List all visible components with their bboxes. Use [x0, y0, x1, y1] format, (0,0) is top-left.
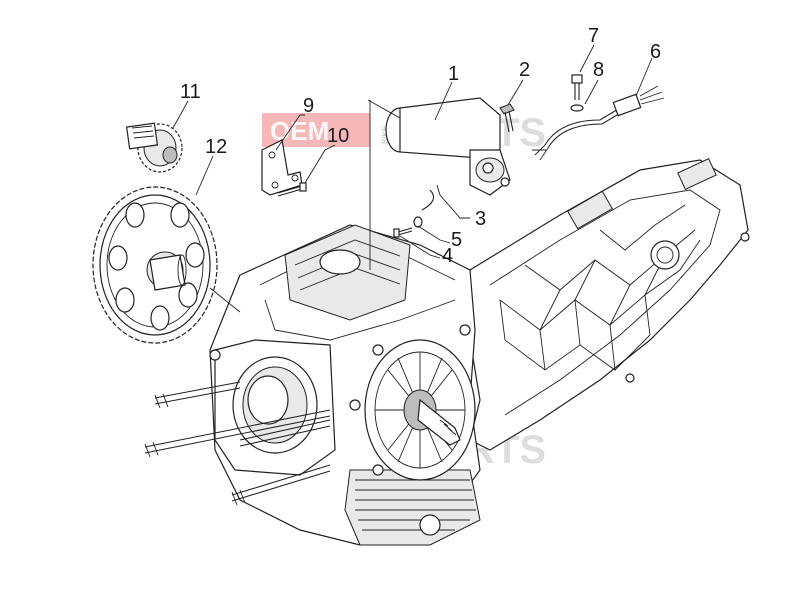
crankcase: [144, 157, 750, 546]
callout-labels: 1 2 3 4 5 6 7 8 9 10 11 12: [180, 25, 661, 267]
callout-4: 4: [442, 245, 453, 267]
callout-5: 5: [451, 229, 462, 251]
part-12-gear: [92, 186, 218, 344]
part-5-washer: [413, 189, 435, 228]
part-9-bracket: [261, 139, 303, 196]
part-7-bolt: [571, 74, 583, 100]
part-10-screw: [277, 182, 307, 197]
callout-6: 6: [650, 41, 661, 63]
callout-1: 1: [448, 63, 459, 85]
callout-8: 8: [593, 59, 604, 81]
part-6-cable: [532, 85, 665, 161]
callout-7: 7: [588, 25, 599, 47]
part-8-washer: [570, 104, 584, 112]
watermark-bike-text: BIKE: [381, 126, 390, 144]
callout-10: 10: [327, 125, 349, 147]
part-11-starter-gear: [125, 122, 183, 173]
callout-11: 11: [180, 81, 201, 103]
callout-2: 2: [519, 59, 530, 81]
leader-lines: [172, 44, 653, 313]
callout-3: 3: [475, 208, 486, 230]
callout-12: 12: [205, 136, 227, 158]
part-1-starter-motor: [385, 97, 511, 196]
callout-9: 9: [303, 95, 314, 117]
part-4-screw: [393, 227, 413, 238]
part-2-bolt: [499, 103, 515, 133]
